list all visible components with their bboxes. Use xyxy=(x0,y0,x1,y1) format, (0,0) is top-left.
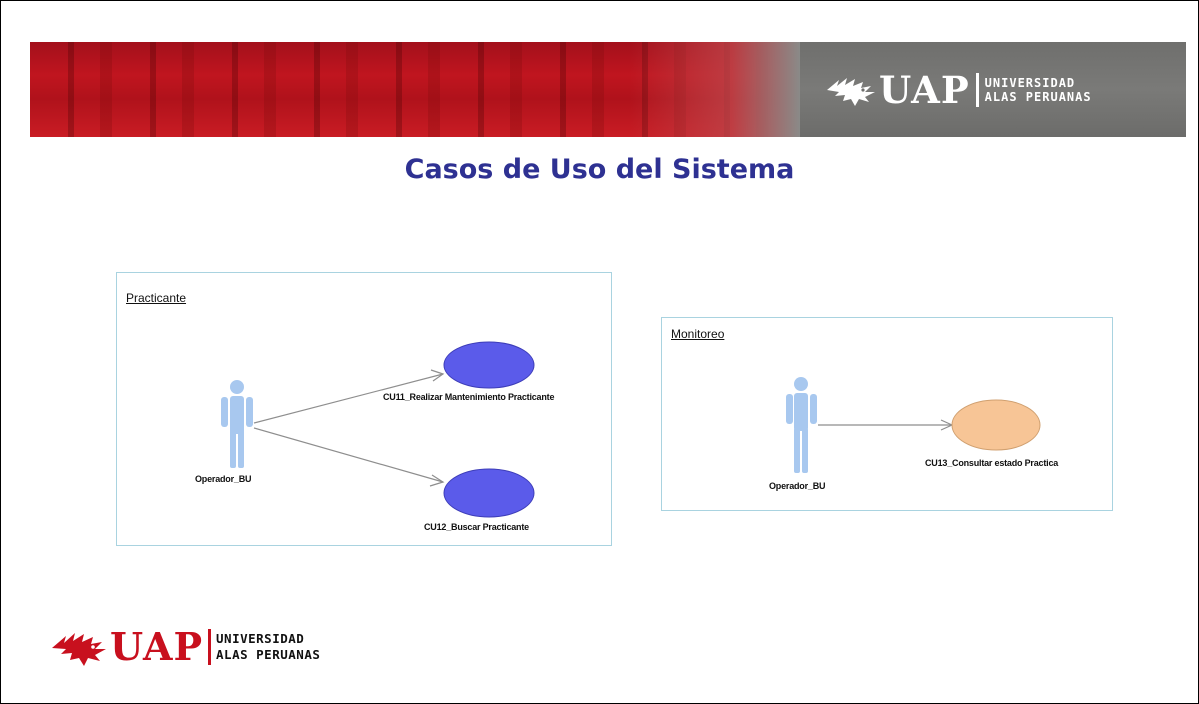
footer-logo-divider xyxy=(208,629,212,665)
header-logo-line1: UNIVERSIDAD xyxy=(984,76,1076,90)
use-case-cu13 xyxy=(951,399,1041,451)
package-label-monitoreo: Monitoreo xyxy=(671,327,725,341)
package-monitoreo: Monitoreo xyxy=(661,317,1113,511)
use-case-cu11 xyxy=(443,341,535,389)
actor-label-monitoreo: Operador_BU xyxy=(769,481,826,491)
footer-logo: UAP UNIVERSIDAD ALAS PERUANAS xyxy=(50,624,320,670)
use-case-cu12 xyxy=(443,468,535,518)
package-label-practicante: Practicante xyxy=(126,291,187,305)
actor-operador-bu-monitoreo xyxy=(786,377,817,473)
association-cu13 xyxy=(818,419,954,431)
use-case-label-cu12: CU12_Buscar Practicante xyxy=(424,522,529,532)
association-cu12 xyxy=(253,427,445,487)
eagle-icon xyxy=(52,633,106,666)
actor-operador-bu-practicante xyxy=(221,380,253,468)
header-logo-divider xyxy=(975,73,979,107)
footer-logo-text: UNIVERSIDAD ALAS PERUANAS xyxy=(216,631,320,663)
actor-label-practicante: Operador_BU xyxy=(195,474,252,484)
use-case-label-cu11: CU11_Realizar Mantenimiento Practicante xyxy=(383,392,555,402)
header-logo: UAP UNIVERSIDAD ALAS PERUANAS xyxy=(825,68,1092,112)
footer-logo-line2: ALAS PERUANAS xyxy=(216,647,321,662)
header-logo-text: UNIVERSIDAD ALAS PERUANAS xyxy=(985,76,1092,104)
footer-logo-mark: UAP xyxy=(110,624,204,669)
header-logo-line2: ALAS PERUANAS xyxy=(984,90,1092,104)
header-banner: UAP UNIVERSIDAD ALAS PERUANAS xyxy=(30,42,1186,137)
association-cu11 xyxy=(253,369,445,424)
eagle-icon xyxy=(827,78,875,106)
footer-logo-line1: UNIVERSIDAD xyxy=(216,631,305,646)
banner-photo xyxy=(30,42,800,137)
slide-title: Casos de Uso del Sistema xyxy=(404,154,795,185)
header-logo-mark: UAP xyxy=(879,68,970,112)
use-case-label-cu13: CU13_Consultar estado Practica xyxy=(925,458,1059,468)
